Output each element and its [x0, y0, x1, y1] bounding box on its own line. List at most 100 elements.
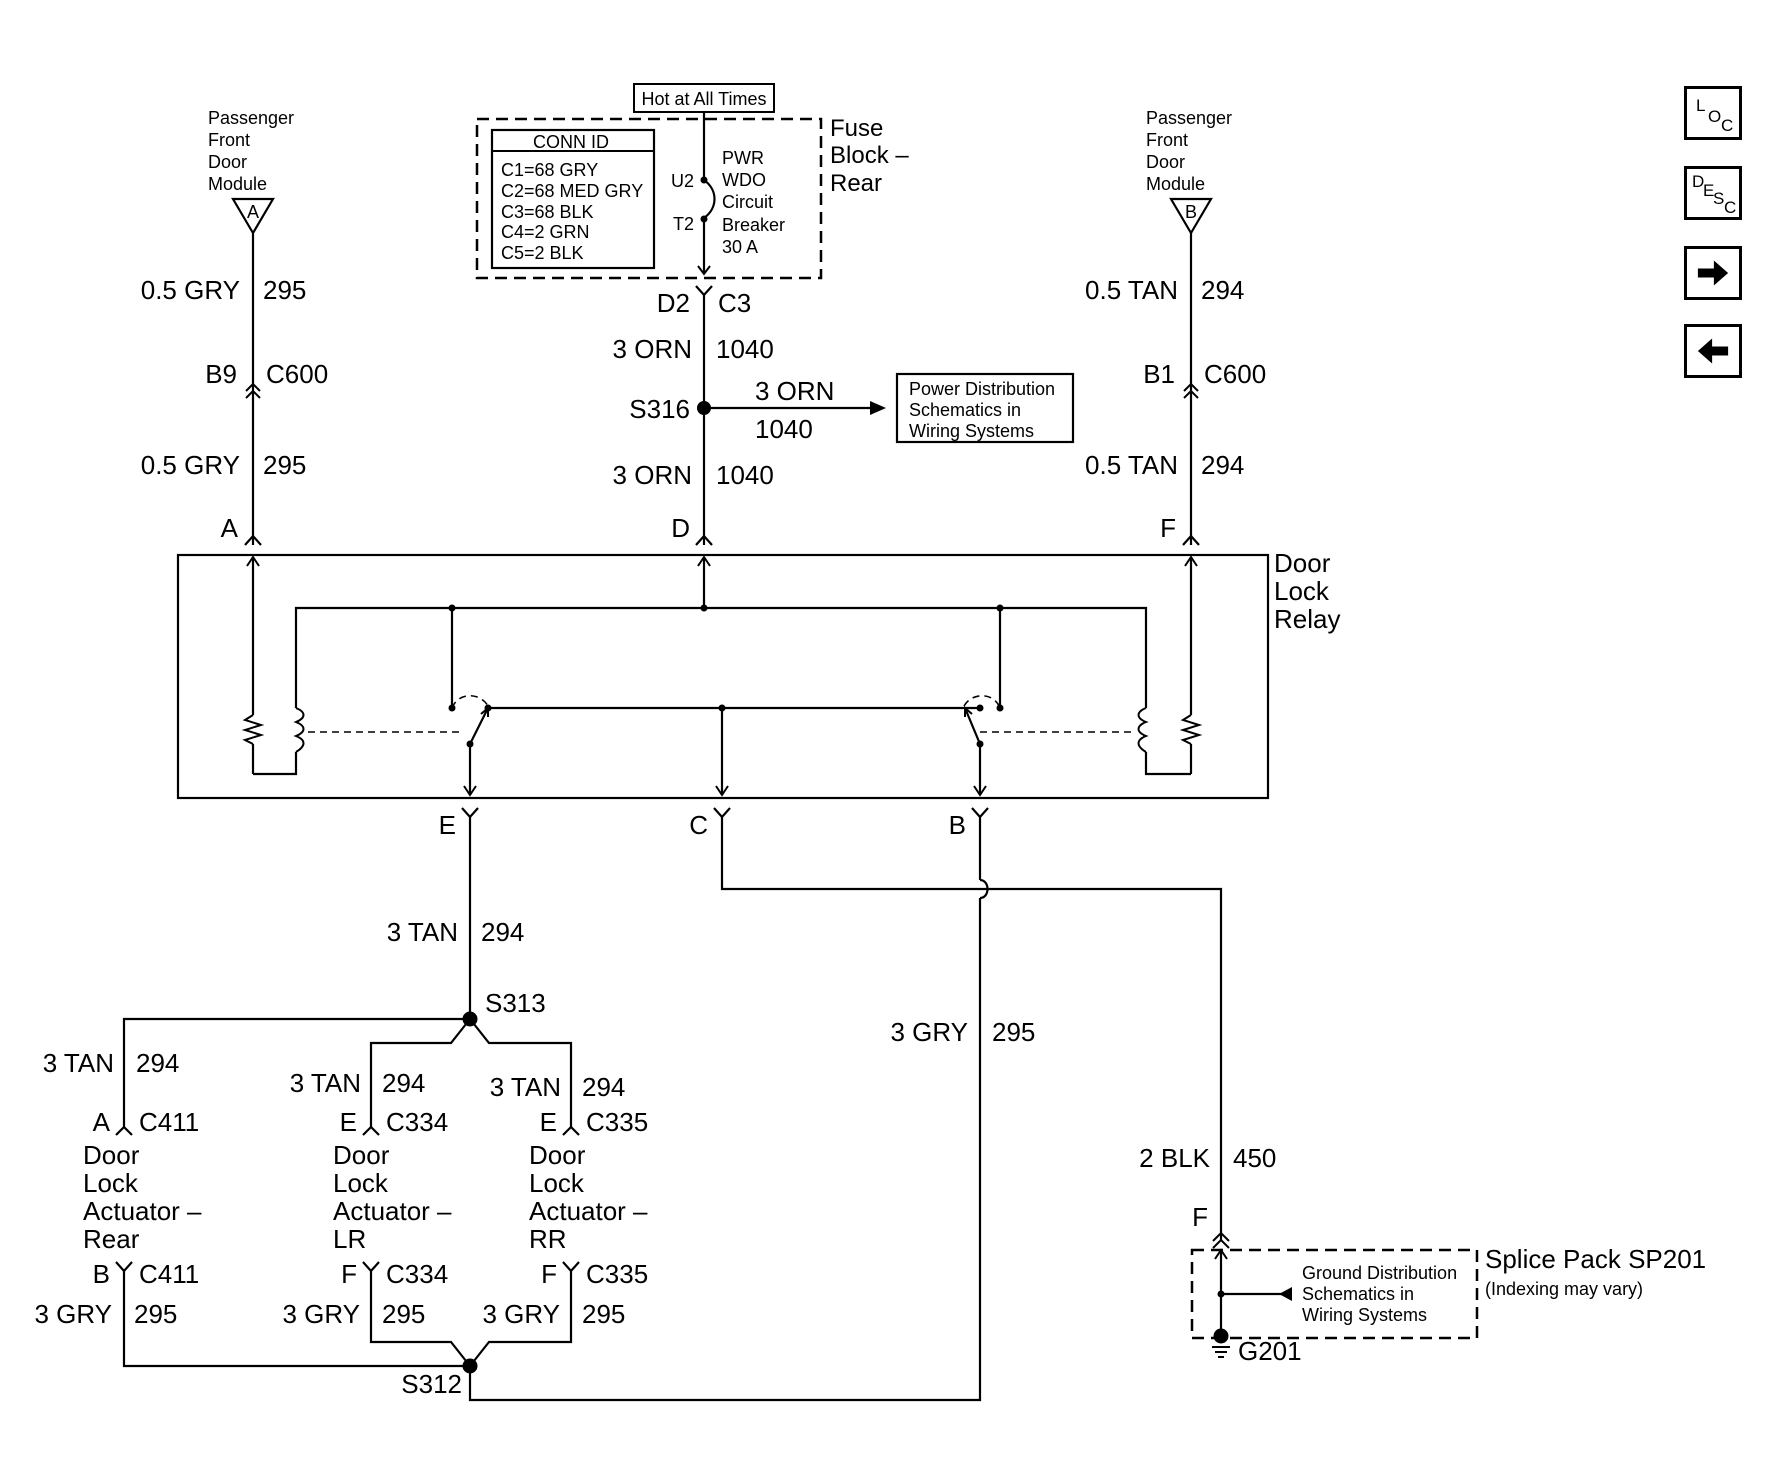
ground-pin-f: F [1192, 1202, 1208, 1232]
breaker-pin-u2: U2 [671, 171, 694, 191]
power-ref-line-3: Wiring Systems [909, 421, 1034, 441]
right-inline-pin: B1 [1143, 359, 1175, 389]
left-relay-switch [469, 707, 489, 745]
left-module-line-3: Door [208, 152, 247, 172]
connector-e [461, 807, 479, 819]
breaker-label-4: Breaker [722, 215, 785, 235]
right-module-line-1: Passenger [1146, 108, 1232, 128]
splice-s312-label: S312 [401, 1369, 462, 1399]
feed-wire2-circuit: 1040 [716, 460, 774, 490]
actuator-rr-line-2: Lock [529, 1168, 585, 1198]
left-switch-tip [480, 705, 489, 717]
left-inline-conn: C600 [266, 359, 328, 389]
fuse-block-title-2: Block – [830, 142, 909, 169]
actuator-rear-bottom-connector [115, 1261, 133, 1273]
actuator-lr-top-pin: E [340, 1107, 357, 1137]
relay-title-3: Relay [1274, 604, 1340, 634]
ground-ref-line-1: Ground Distribution [1302, 1263, 1457, 1283]
loc-letter-l: L [1696, 96, 1706, 115]
next-button[interactable] [1684, 246, 1742, 300]
conn-id-c4: C4=2 GRN [501, 222, 590, 242]
loc-button[interactable]: L O C [1684, 86, 1742, 140]
right-module-connector-label: B [1185, 202, 1197, 222]
actuator-lr-wire-color: 3 GRY [282, 1299, 360, 1329]
actuator-rear-wire-circuit: 295 [134, 1299, 177, 1329]
actuator-rr-top-connector [562, 1125, 580, 1136]
fuse-out-conn: C3 [718, 288, 751, 318]
relay-internal-bus [294, 606, 1148, 708]
conn-id-title: CONN ID [533, 132, 609, 152]
branch-color: 3 ORN [755, 376, 834, 406]
actuator-rr-bot-pin: F [541, 1259, 557, 1289]
actuator-rr-wire-color: 3 GRY [482, 1299, 560, 1329]
ground-wire-color: 2 BLK [1139, 1143, 1210, 1173]
desc-letter-d: D [1692, 172, 1705, 191]
loc-letter-o: O [1708, 107, 1722, 126]
power-branch-arrow [870, 401, 886, 415]
left-wire-top-circuit: 295 [263, 275, 306, 305]
relay-pin-a-arrow [246, 555, 260, 567]
tan-rear-circuit: 294 [136, 1048, 179, 1078]
tan-lr-circuit: 294 [382, 1068, 425, 1098]
feed-wire2-color: 3 ORN [613, 460, 692, 490]
ground-g201-splice [1213, 1328, 1229, 1344]
left-module-line-4: Module [208, 174, 267, 194]
relay-pin-e-arrow [463, 785, 477, 797]
actuator-rr-bot-conn: C335 [586, 1259, 648, 1289]
fuse-out-pin: D2 [657, 288, 690, 318]
relay-pin-c-arrow [715, 785, 729, 797]
right-relay-resistor [1179, 714, 1203, 745]
gry-return-circuit: 295 [992, 1017, 1035, 1047]
conn-id-c2: C2=68 MED GRY [501, 181, 643, 201]
actuator-rear-top-conn: C411 [139, 1107, 199, 1137]
left-switch-travel [451, 694, 489, 709]
actuator-rear-line-2: Lock [83, 1168, 139, 1198]
relay-left-coil-loop [253, 752, 298, 776]
tan-main-color: 3 TAN [387, 917, 458, 947]
relay-pin-e-label: E [439, 810, 456, 840]
gry-return-rear [122, 1271, 470, 1368]
actuator-rear-bot-conn: C411 [139, 1259, 199, 1289]
loc-letter-c: C [1721, 116, 1734, 135]
fuse-block-title-3: Rear [830, 170, 882, 197]
relay-pin-d: D [671, 513, 690, 543]
breaker-label-2: WDO [722, 170, 766, 190]
conn-id-c1: C1=68 GRY [501, 160, 598, 180]
actuator-lr-bottom-connector [362, 1261, 380, 1273]
connector-d-relay [695, 534, 713, 546]
relay-pin-c-label: C [689, 810, 708, 840]
desc-button[interactable]: D E S C [1684, 166, 1742, 220]
gry-return-color: 3 GRY [890, 1017, 968, 1047]
door-lock-relay-box [176, 553, 1270, 800]
left-wire-top-color: 0.5 GRY [141, 275, 240, 305]
left-wire-bot-circuit: 295 [263, 450, 306, 480]
left-arrow-icon [1697, 338, 1729, 364]
tan-branch-rear [122, 1017, 470, 1127]
prev-button[interactable] [1684, 324, 1742, 378]
actuator-rr-top-conn: C335 [586, 1107, 648, 1137]
ground-ref-arrow [1279, 1287, 1292, 1301]
right-wire-bot-circuit: 294 [1201, 450, 1244, 480]
relay-right-no-contact [976, 704, 984, 712]
feed-wire1-color: 3 ORN [613, 334, 692, 364]
connector-f-relay [1182, 534, 1200, 546]
actuator-lr-top-conn: C334 [386, 1107, 448, 1137]
fuse-block-title-1: Fuse [830, 115, 883, 142]
right-wire-bot-color: 0.5 TAN [1085, 450, 1178, 480]
actuator-lr-wire-circuit: 295 [382, 1299, 425, 1329]
breaker-label-3: Circuit [722, 192, 773, 212]
actuator-lr-line-4: LR [333, 1224, 366, 1254]
splice-pack-label: Splice Pack SP201 [1485, 1244, 1706, 1274]
connector-d2 [695, 285, 713, 297]
left-module-line-2: Front [208, 130, 250, 150]
right-module-connector-b [1169, 197, 1213, 236]
relay-pin-a: A [221, 513, 239, 543]
relay-right-coil-loop [1144, 752, 1191, 776]
relay-pin-d-arrow [697, 555, 711, 567]
right-switch-travel [963, 694, 1001, 709]
power-distribution-ref-box[interactable] [895, 372, 1075, 444]
breaker-label-5: 30 A [722, 237, 758, 257]
desc-letter-s: S [1713, 189, 1725, 208]
right-relay-switch [963, 707, 982, 745]
